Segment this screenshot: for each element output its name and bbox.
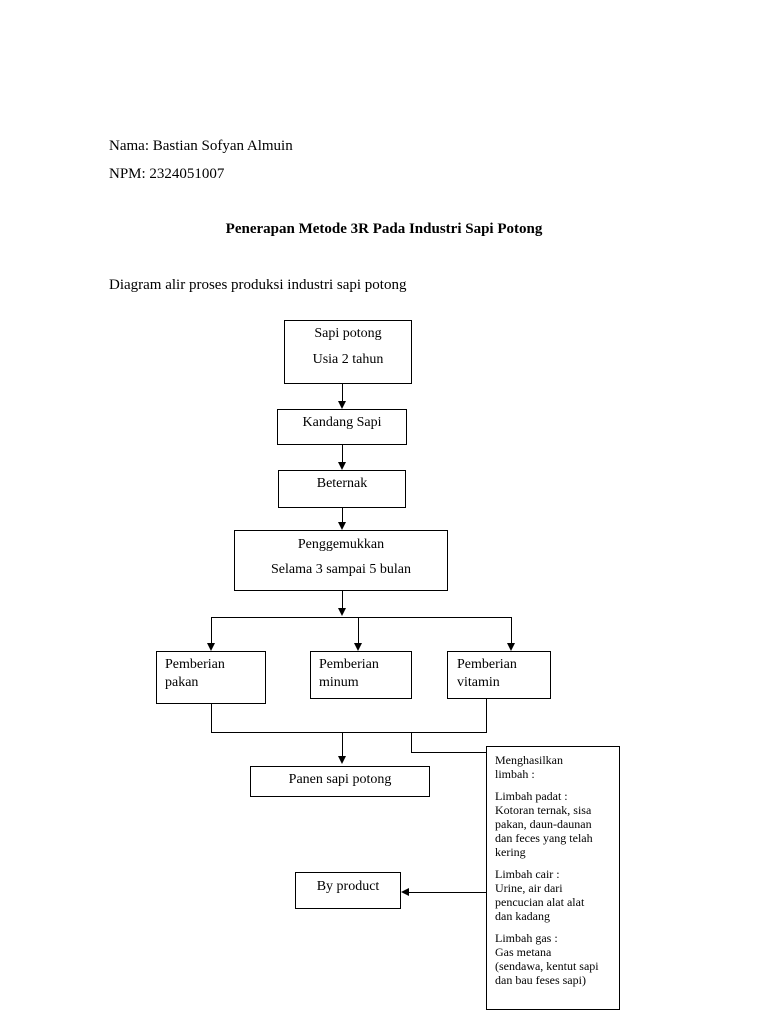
node-penggemukkan: Penggemukkan Selama 3 sampai 5 bulan: [234, 530, 448, 591]
branch-left: [211, 617, 212, 644]
node-beternak: Beternak: [278, 470, 406, 508]
node-minum-line2: minum: [319, 675, 359, 690]
waste-liquid: Limbah cair : Urine, air dari pencucian …: [495, 867, 585, 923]
waste-link-across: [411, 752, 486, 753]
node-kandang: Kandang Sapi: [277, 409, 407, 445]
node-minum: Pemberian minum: [310, 651, 412, 699]
connector-1: [342, 384, 343, 402]
node-sapi-potong-line1: Sapi potong: [314, 326, 382, 341]
connector-4: [342, 591, 343, 609]
connector-byproduct: [408, 892, 486, 893]
node-panen-label: Panen sapi potong: [288, 772, 392, 787]
diagram-caption: Diagram alir proses produksi industri sa…: [109, 277, 407, 293]
waste-gas: Limbah gas : Gas metana (sendawa, kentut…: [495, 931, 599, 987]
arrow-byproduct-icon: [401, 888, 409, 896]
branch-right: [511, 617, 512, 644]
student-npm: NPM: 2324051007: [109, 166, 225, 182]
node-sapi-potong-line2: Usia 2 tahun: [312, 352, 384, 367]
node-penggemukkan-line1: Penggemukkan: [297, 537, 385, 552]
arrow-4-icon: [338, 608, 346, 616]
waste-box: Menghasilkan limbah : Limbah padat : Kot…: [486, 746, 620, 1010]
student-name: Nama: Bastian Sofyan Almuin: [109, 138, 293, 154]
connector-3: [342, 508, 343, 523]
arrow-vitamin-icon: [507, 643, 515, 651]
waste-solid: Limbah padat : Kotoran ternak, sisa paka…: [495, 789, 593, 859]
connector-panen: [342, 732, 343, 757]
node-kandang-label: Kandang Sapi: [302, 415, 382, 430]
arrow-1-icon: [338, 401, 346, 409]
document-title: Penerapan Metode 3R Pada Industri Sapi P…: [225, 221, 543, 237]
node-by-product-label: By product: [316, 879, 380, 894]
node-vitamin-line2: vitamin: [457, 675, 500, 690]
node-pakan: Pemberian pakan: [156, 651, 266, 704]
node-vitamin: Pemberian vitamin: [447, 651, 551, 699]
node-panen: Panen sapi potong: [250, 766, 430, 797]
node-by-product: By product: [295, 872, 401, 909]
node-penggemukkan-line2: Selama 3 sampai 5 bulan: [271, 562, 411, 577]
arrow-minum-icon: [354, 643, 362, 651]
arrow-2-icon: [338, 462, 346, 470]
connector-2: [342, 445, 343, 463]
node-beternak-label: Beternak: [316, 476, 368, 491]
arrow-panen-icon: [338, 756, 346, 764]
merge-bar: [211, 732, 487, 733]
node-sapi-potong: Sapi potong Usia 2 tahun: [284, 320, 412, 384]
node-pakan-line2: pakan: [165, 675, 199, 690]
merge-right: [486, 699, 487, 733]
node-minum-line1: Pemberian: [319, 657, 379, 672]
node-vitamin-line1: Pemberian: [457, 657, 517, 672]
merge-left: [211, 704, 212, 733]
node-pakan-line1: Pemberian: [165, 657, 225, 672]
arrow-pakan-icon: [207, 643, 215, 651]
waste-link-down: [411, 732, 412, 753]
branch-bar: [211, 617, 512, 618]
arrow-3-icon: [338, 522, 346, 530]
branch-middle: [358, 617, 359, 644]
waste-intro: Menghasilkan limbah :: [495, 753, 563, 781]
